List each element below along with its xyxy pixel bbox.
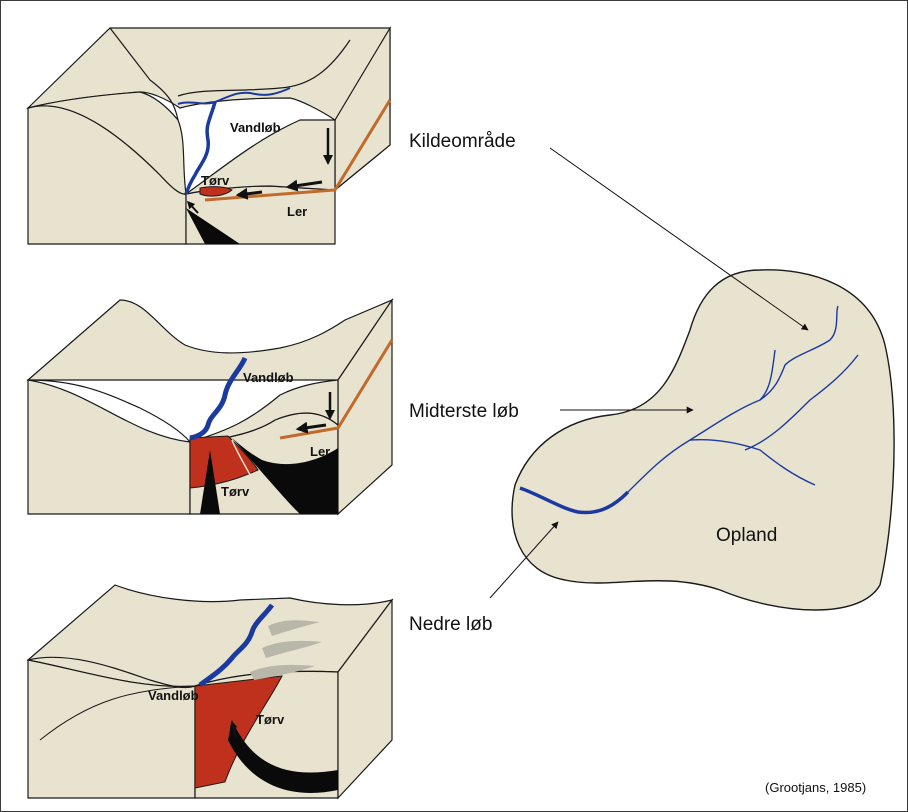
- block-bottom-top-surface: [28, 585, 392, 687]
- block-middle-peat-label: Tørv: [221, 484, 250, 499]
- block-top-stream-label: Vandløb: [230, 120, 281, 135]
- catchment-label: Opland: [716, 525, 777, 546]
- block-middle-clay-label: Ler: [310, 444, 330, 459]
- block-middle-top-surface: [28, 300, 392, 380]
- middle-course-label: Midterste løb: [409, 401, 519, 422]
- citation: (Grootjans, 1985): [765, 780, 866, 795]
- source-area-pointer: [550, 148, 808, 330]
- block-bottom-peat-label: Tørv: [256, 712, 285, 727]
- block-bottom-stream-label: Vandløb: [148, 688, 199, 703]
- block-middle-stream-label: Vandløb: [243, 370, 294, 385]
- lower-course-label: Nedre løb: [409, 614, 492, 635]
- block-middle-front-face: [28, 380, 190, 514]
- block-top-peat-label: Tørv: [201, 173, 230, 188]
- source-area-label: Kildeområde: [409, 131, 516, 152]
- block-top-clay-label: Ler: [287, 204, 307, 219]
